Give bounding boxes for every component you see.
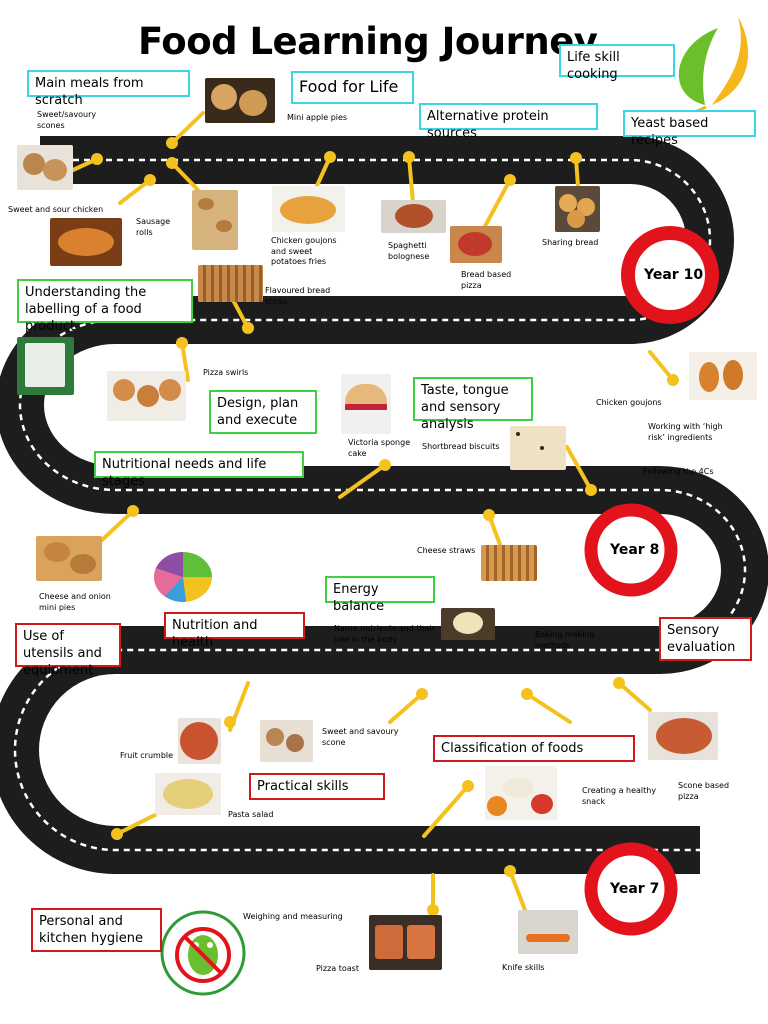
photo-scone-pizza [648, 712, 718, 760]
label-knife-skills: Knife skills [502, 963, 545, 972]
label-healthy-snack: Creating a healthy snack [582, 786, 657, 806]
photo-knife-skills [518, 910, 578, 954]
year-10-ring [621, 226, 719, 324]
photo-chicken-goujons-fries [272, 186, 345, 232]
photo-flavoured-breadsticks [198, 265, 263, 302]
page-title: Food Learning Journey [138, 20, 598, 63]
photo-cheese-onion-pies [36, 536, 102, 581]
topic-alternative-protein: Alternative protein sources [419, 103, 598, 141]
label-high-risk: Working with ‘high risk’ ingredients [648, 422, 723, 442]
leaf-logo [678, 17, 749, 114]
label-pasta-salad: Pasta salad [228, 810, 274, 819]
label-cheese-onion-pies: Cheese and onion mini pies [39, 592, 111, 612]
photo-pizza-toast [369, 915, 442, 970]
topic-practical-skills: Practical skills [249, 773, 385, 800]
label-four-cs: Following the 4Cs [643, 467, 714, 476]
photo-pasta-salad [155, 773, 221, 815]
label-cheese-straws: Cheese straws [417, 546, 476, 555]
topic-design-plan: Design, plan and execute [209, 390, 317, 434]
photo-eatwell-plate [138, 550, 230, 605]
photo-victoria-sponge [341, 374, 391, 434]
label-bread-pizza: Bread based pizza [461, 270, 512, 290]
topic-life-skill-cooking: Life skill cooking [559, 44, 675, 82]
connectors [71, 111, 675, 917]
year-7-label: Year 7 [610, 881, 660, 897]
photo-sausage-rolls [192, 190, 238, 250]
label-pizza-swirls: Pizza swirls [203, 368, 249, 377]
photo-shortbread [510, 426, 566, 470]
photo-sweet-savoury-scones [17, 145, 73, 190]
label-nutrients-role: Name nutrients and their role in the bod… [334, 624, 436, 644]
label-chicken-goujons: Chicken goujons [596, 398, 662, 407]
photo-spaghetti-bolognese [381, 200, 446, 233]
label-sausage-rolls: Sausage rolls [136, 217, 171, 237]
photo-sweet-sour-chicken [50, 218, 122, 266]
label-scone-pizza: Scone based pizza [678, 781, 730, 801]
photo-nutrients [441, 608, 495, 640]
topic-labelling: Understanding the labelling of a food pr… [17, 279, 193, 334]
connector-dots [91, 137, 679, 916]
year-10-label: Year 10 [644, 267, 704, 283]
year-7-ring [584, 842, 678, 936]
topic-sensory-evaluation: Sensory evaluation [659, 617, 752, 661]
topic-classification: Classification of foods [433, 735, 635, 762]
photo-bread-pizza [450, 226, 502, 263]
year-8-label: Year 8 [610, 542, 660, 558]
label-victoria-sponge: Victoria sponge cake [348, 438, 411, 458]
topic-energy-balance: Energy balance [325, 576, 435, 614]
label-sweet-savoury-scone: Sweet and savoury scone [322, 727, 399, 747]
topic-nutrition-health: Nutrition and health [164, 612, 305, 650]
label-sharing-bread: Sharing bread [542, 238, 599, 247]
topic-main-meals: Main meals from scratch [27, 70, 190, 108]
road-center-dashes [13, 158, 747, 852]
label-sweet-sour-chicken: Sweet and sour chicken [8, 205, 104, 214]
photo-chicken-goujons [689, 352, 757, 400]
topic-food-for-life: Food for Life [291, 71, 414, 104]
photo-mini-apple-pies [205, 78, 275, 123]
topic-nutritional-needs: Nutritional needs and life stages [94, 451, 304, 489]
photo-cheese-straws [481, 545, 537, 581]
photo-fruit-crumble [178, 718, 221, 764]
label-spaghetti-bolognese: Spaghetti bolognese [388, 241, 430, 261]
year-8-ring [584, 503, 678, 597]
topic-personal-hygiene: Personal and kitchen hygiene [31, 908, 162, 952]
photo-sharing-bread [555, 186, 600, 232]
photo-healthy-snack [485, 766, 557, 820]
photo-nutrition-label [17, 337, 74, 395]
label-pizza-toast: Pizza toast [316, 964, 359, 973]
label-sweet-savoury-scones: Sweet/savoury scones [37, 110, 97, 130]
label-shortbread: Shortbread biscuits [422, 442, 500, 451]
label-fruit-crumble: Fruit crumble [120, 751, 174, 760]
label-weighing: Weighing and measuring [243, 912, 343, 921]
label-baking-methods: Baking making methods [535, 630, 595, 650]
label-chicken-goujons-fries: Chicken goujons and sweet potatoes fries [271, 236, 337, 266]
fight-bac-badge [160, 910, 246, 996]
topic-yeast-recipes: Yeast based recipes [623, 110, 756, 148]
label-mini-apple-pies: Mini apple pies [287, 113, 348, 122]
photo-pizza-swirls [107, 371, 186, 421]
photo-sweet-savoury-scone [260, 720, 313, 762]
label-flavoured-breadsticks: Flavoured bread sticks [265, 286, 331, 306]
topic-utensils: Use of utensils and equipment [15, 623, 121, 678]
topic-taste-tongue: Taste, tongue and sensory analysis [413, 377, 533, 432]
